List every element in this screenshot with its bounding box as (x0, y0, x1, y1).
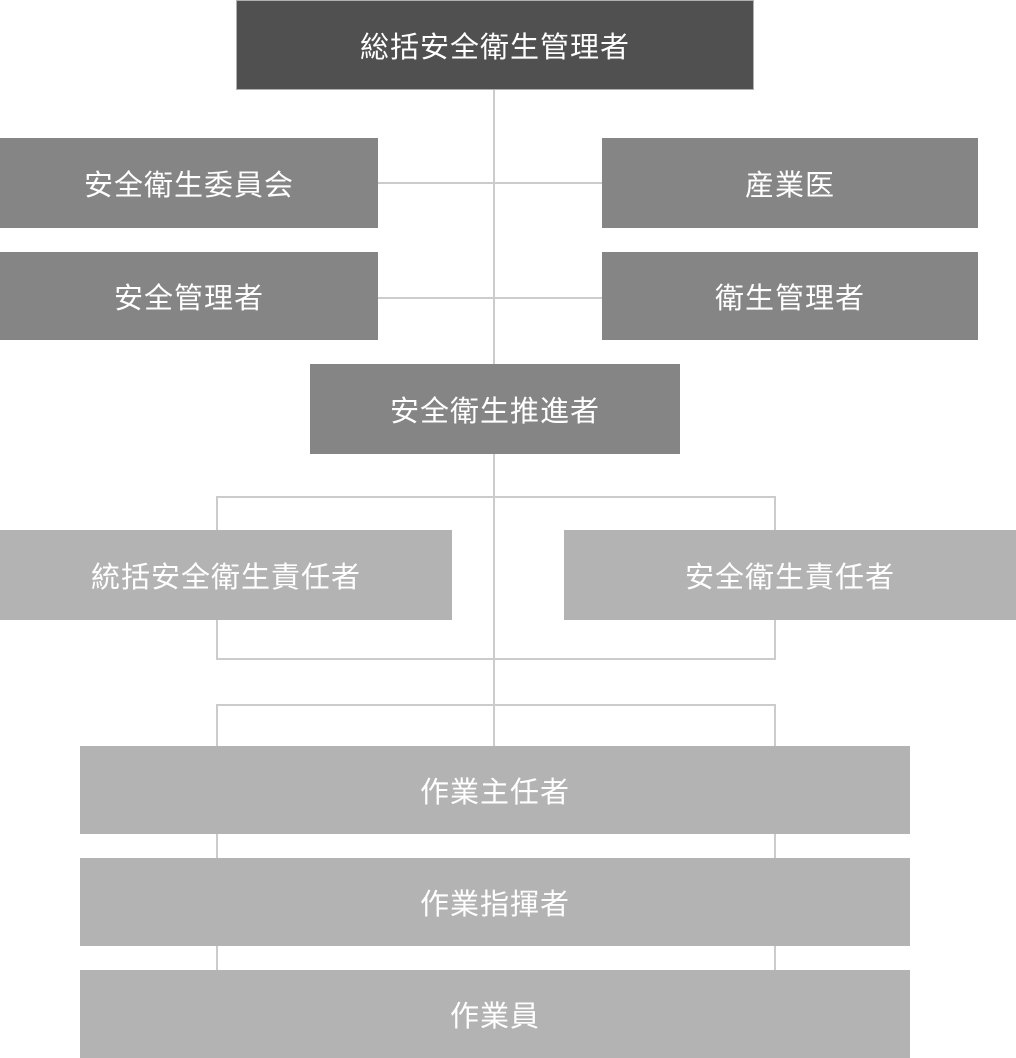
industrial-physician-label: 産業医 (744, 168, 835, 202)
connector-responsible-frame-bottom (216, 658, 776, 660)
work-chief-box: 作業主任者 (80, 746, 910, 834)
work-leader-box: 作業指揮者 (80, 858, 910, 946)
safety-health-responsible-box: 安全衛生責任者 (564, 530, 1016, 620)
connector-responsible-frame-top (216, 496, 776, 498)
general-safety-health-manager-label: 総括安全衛生管理者 (359, 30, 630, 64)
worker-label: 作業員 (449, 999, 540, 1033)
general-safety-health-responsible-box: 統括安全衛生責任者 (0, 530, 452, 620)
general-safety-health-manager-box: 総括安全衛生管理者 (236, 0, 754, 90)
connector-safety-hygiene (378, 297, 602, 299)
safety-health-responsible-label: 安全衛生責任者 (684, 560, 895, 594)
connector-committee-doctor (378, 182, 602, 184)
work-leader-label: 作業指揮者 (419, 887, 570, 921)
general-safety-health-responsible-label: 統括安全衛生責任者 (90, 560, 361, 594)
work-chief-label: 作業主任者 (419, 775, 570, 809)
health-manager-label: 衛生管理者 (714, 281, 865, 315)
industrial-physician-box: 産業医 (602, 138, 978, 228)
safety-health-promoter-label: 安全衛生推進者 (389, 394, 600, 428)
safety-manager-box: 安全管理者 (0, 252, 378, 340)
safety-health-promoter-box: 安全衛生推進者 (310, 364, 680, 454)
connector-work-frame-left (216, 704, 218, 970)
safety-health-committee-label: 安全衛生委員会 (83, 168, 294, 202)
health-manager-box: 衛生管理者 (602, 252, 978, 340)
safety-health-committee-box: 安全衛生委員会 (0, 138, 378, 228)
connector-work-frame-top (216, 704, 776, 706)
worker-box: 作業員 (80, 970, 910, 1058)
connector-work-frame-right (774, 704, 776, 970)
safety-manager-label: 安全管理者 (113, 281, 264, 315)
